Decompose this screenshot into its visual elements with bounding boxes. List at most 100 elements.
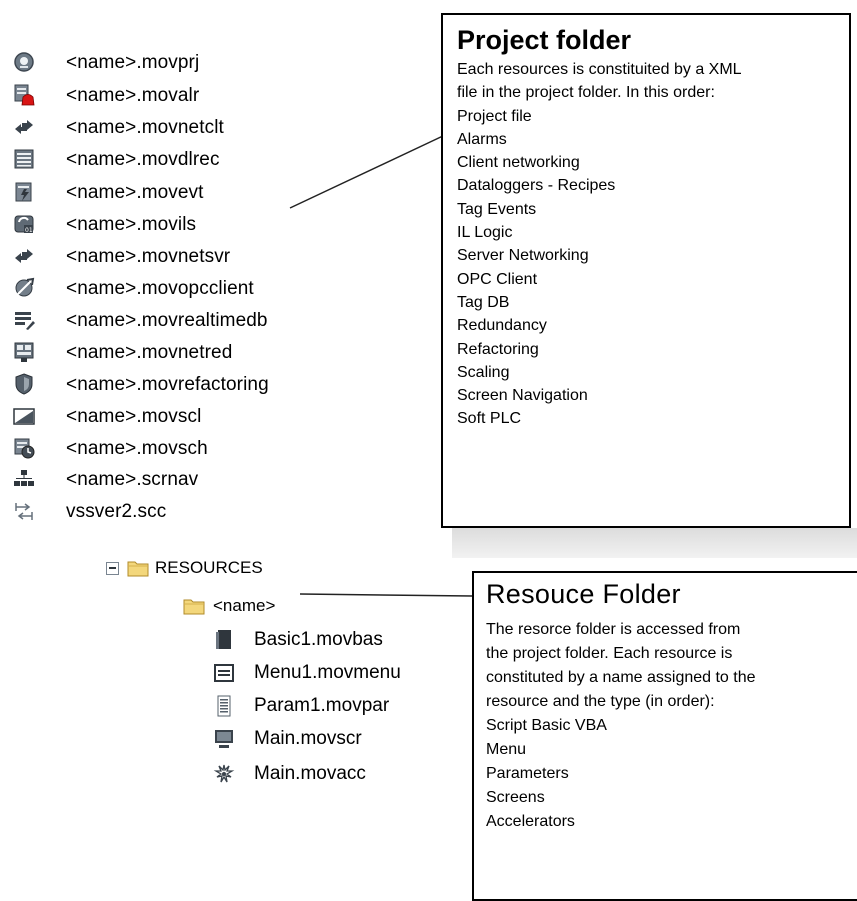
script-basic-icon — [212, 629, 236, 651]
callout-line: Dataloggers - Recipes — [457, 177, 616, 195]
source-control-icon — [12, 499, 36, 523]
folder-icon — [127, 559, 149, 577]
file-name: <name>.movrealtimedb — [66, 310, 268, 331]
callout-title: Project folder — [457, 25, 632, 55]
callout-line: Client networking — [457, 154, 580, 172]
file-name: <name>.movils — [66, 214, 197, 235]
file-name: <name>.movnetsvr — [66, 246, 231, 267]
project-folder-callout: Project folder Each resources is constit… — [441, 13, 851, 528]
file-row[interactable]: <name>.movalr — [12, 83, 199, 107]
resource-folder-callout: Resouce Folder The resorce folder is acc… — [472, 571, 857, 901]
resource-file-row[interactable]: Main.movacc — [212, 762, 366, 786]
file-row[interactable]: <name>.movnetred — [12, 340, 232, 364]
file-row[interactable]: <name>.movevt — [12, 180, 203, 204]
scheduler-icon — [12, 436, 36, 460]
callout-line: the project folder. Each resource is — [486, 645, 733, 662]
file-name: <name>.movprj — [66, 52, 200, 73]
file-row[interactable]: <name>.movrefactoring — [12, 372, 269, 396]
screen-monitor-icon — [212, 728, 236, 750]
callout-line: The resorce folder is accessed from — [486, 621, 741, 638]
opc-client-icon — [12, 276, 36, 300]
callout-line: Redundancy — [457, 317, 547, 335]
file-name: <name>.movrefactoring — [66, 374, 269, 395]
network-arrows-icon — [12, 115, 36, 139]
callout-line: Parameters — [486, 765, 569, 782]
resource-file-row[interactable]: Basic1.movbas — [212, 628, 383, 652]
callout-line: Screen Navigation — [457, 387, 588, 405]
file-name: <name>.movevt — [66, 182, 204, 203]
callout-line: IL Logic — [457, 224, 513, 242]
file-row[interactable]: <name>.movsch — [12, 436, 208, 460]
callout-line: Server Networking — [457, 247, 589, 265]
file-row[interactable]: <name>.movdlrec — [12, 147, 219, 171]
callout-line: Tag DB — [457, 293, 510, 311]
project-prj-icon — [12, 50, 36, 74]
file-name: <name>.movscl — [66, 406, 202, 427]
event-icon — [12, 180, 36, 204]
project-callout-shadow — [452, 528, 857, 558]
callout-line: Each resources is constituited by a XML — [457, 61, 742, 78]
il-logic-icon: 01 — [12, 212, 36, 236]
callout-line: resource and the type (in order): — [486, 693, 715, 710]
callout-line: Soft PLC — [457, 410, 522, 428]
file-name: <name>.scrnav — [66, 469, 199, 490]
scaling-icon — [12, 404, 36, 428]
resource-file-name: Menu1.movmenu — [254, 662, 401, 683]
file-row[interactable]: <name>.movrealtimedb — [12, 308, 268, 332]
resource-file-row[interactable]: Main.movscr — [212, 727, 362, 751]
callout-line: Refactoring — [457, 340, 539, 358]
accelerator-icon — [212, 763, 236, 785]
tree-node-label: RESOURCES — [155, 558, 263, 577]
callout-line: Project file — [457, 107, 532, 125]
file-name: <name>.movdlrec — [66, 149, 220, 170]
alarm-bell-icon — [12, 83, 36, 107]
network-arrows-icon — [12, 244, 36, 268]
resource-file-name: Main.movacc — [254, 763, 366, 784]
resource-file-name: Basic1.movbas — [254, 629, 383, 650]
svg-text:01: 01 — [25, 227, 33, 234]
folder-icon — [183, 597, 205, 615]
resource-callout-connector — [299, 593, 473, 597]
redundancy-icon — [12, 340, 36, 364]
callout-line: Alarms — [457, 130, 507, 148]
file-row[interactable]: vssver2.scc — [12, 499, 166, 523]
callout-line: Tag Events — [457, 200, 537, 218]
file-name: <name>.movnetclt — [66, 117, 224, 138]
file-row[interactable]: <name>.movscl — [12, 404, 201, 428]
callout-line: file in the project folder. In this orde… — [457, 84, 715, 102]
file-row[interactable]: <name>.scrnav — [12, 467, 198, 491]
callout-line: Accelerators — [486, 813, 575, 830]
callout-line: Menu — [486, 741, 527, 758]
screen-navigation-icon — [12, 467, 36, 491]
callout-line: constituted by a name assigned to the — [486, 669, 756, 686]
file-row[interactable]: 01 <name>.movils — [12, 212, 196, 236]
tree-node-label: <name> — [213, 596, 276, 615]
tree-node-name-folder[interactable]: <name> — [183, 594, 275, 618]
collapse-toggle-icon[interactable] — [106, 561, 119, 575]
callout-body: The resorce folder is accessed from the … — [486, 618, 857, 834]
file-name: <name>.movalr — [66, 85, 200, 106]
callout-line: Script Basic VBA — [486, 717, 607, 734]
resource-file-name: Main.movscr — [254, 728, 362, 749]
callout-line: Screens — [486, 789, 545, 806]
file-name: vssver2.scc — [66, 501, 167, 522]
file-name: <name>.movopcclient — [66, 278, 254, 299]
project-callout-connector — [289, 134, 446, 209]
parameters-icon — [212, 695, 236, 717]
callout-body: Each resources is constituited by a XML … — [457, 58, 849, 431]
shield-icon — [12, 372, 36, 396]
menu-icon — [212, 662, 236, 684]
resource-file-name: Param1.movpar — [254, 695, 390, 716]
callout-line: OPC Client — [457, 270, 538, 288]
resource-file-row[interactable]: Menu1.movmenu — [212, 661, 401, 685]
file-row[interactable]: <name>.movopcclient — [12, 276, 254, 300]
tree-node-resources[interactable]: RESOURCES — [106, 556, 263, 580]
tag-db-icon — [12, 308, 36, 332]
resource-file-row[interactable]: Param1.movpar — [212, 694, 389, 718]
callout-line: Scaling — [457, 363, 510, 381]
file-row[interactable]: <name>.movnetsvr — [12, 244, 230, 268]
file-row[interactable]: <name>.movnetclt — [12, 115, 224, 139]
callout-title: Resouce Folder — [486, 579, 681, 609]
file-row[interactable]: <name>.movprj — [12, 50, 199, 74]
file-name: <name>.movsch — [66, 438, 208, 459]
